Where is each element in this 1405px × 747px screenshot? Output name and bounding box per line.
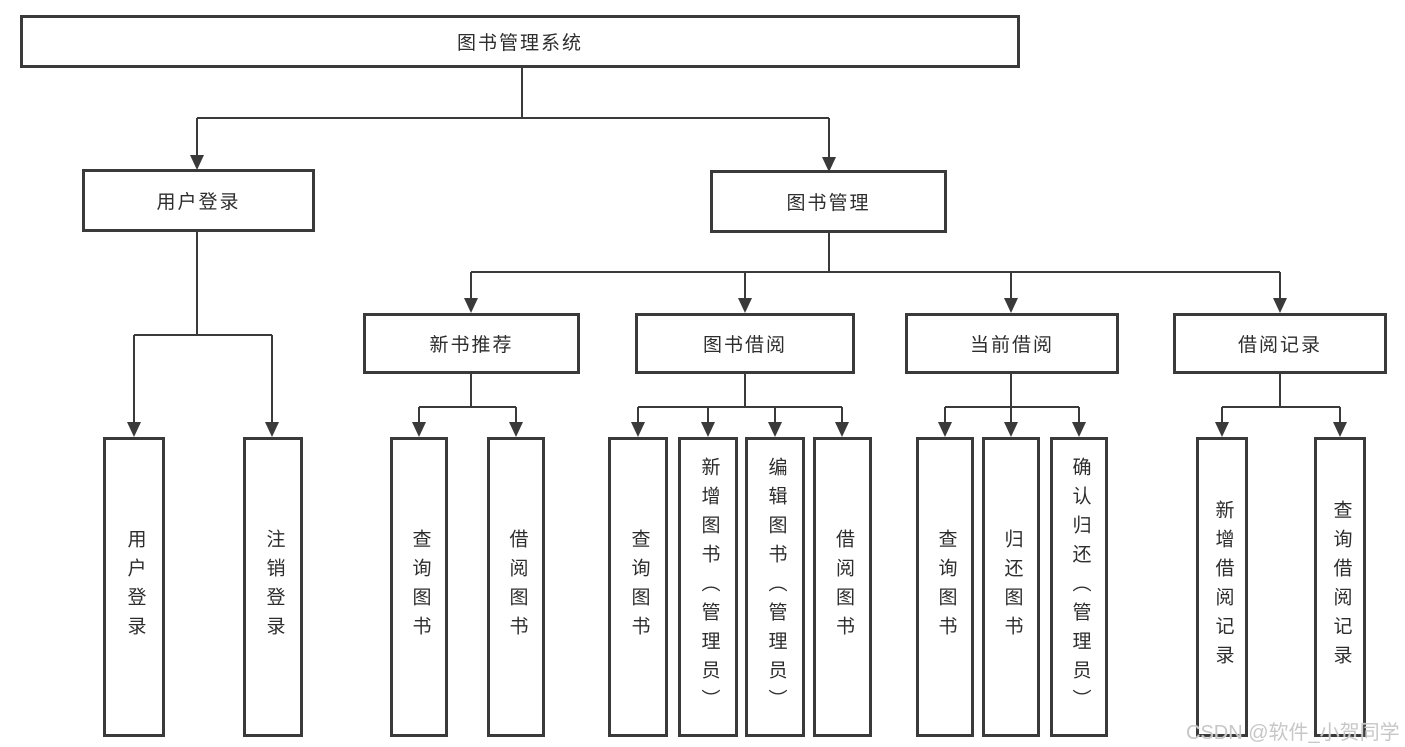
node-label: 用户登录 — [124, 529, 146, 645]
leaf-query-borrow-record: 查询借阅记录 — [1314, 437, 1366, 737]
leaf-query-books-borrowing: 查询图书 — [608, 437, 668, 737]
leaf-query-books-current: 查询图书 — [916, 437, 974, 737]
node-label: 图书借阅 — [702, 335, 787, 356]
node-label: 查询图书 — [628, 529, 650, 645]
node-borrowing-records: 借阅记录 — [1173, 313, 1387, 374]
node-label: 新增图书（管理员） — [698, 456, 720, 718]
node-label: 编辑图书（管理员） — [765, 456, 787, 718]
node-label: 借阅图书 — [506, 529, 528, 645]
node-label: 图书管理 — [786, 193, 871, 214]
node-book-management: 图书管理 — [710, 170, 947, 233]
node-label: 当前借阅 — [969, 335, 1054, 356]
leaf-borrow-books: 借阅图书 — [813, 437, 872, 737]
node-user-login: 用户登录 — [82, 169, 315, 232]
leaf-edit-book-admin: 编辑图书（管理员） — [745, 437, 805, 737]
node-label: 借阅图书 — [832, 529, 854, 645]
node-label: 注销登录 — [263, 529, 285, 645]
node-new-book-recommend: 新书推荐 — [363, 313, 580, 374]
node-book-borrowing: 图书借阅 — [635, 313, 855, 374]
csdn-watermark: CSDN @软件_小贺同学 — [1186, 722, 1400, 744]
leaf-logout: 注销登录 — [243, 437, 303, 737]
node-label: 查询图书 — [409, 529, 431, 645]
node-label: 新书推荐 — [429, 335, 514, 356]
leaf-borrow-books-recommend: 借阅图书 — [487, 437, 545, 737]
node-current-borrowing: 当前借阅 — [905, 313, 1119, 374]
node-label: 新增借阅记录 — [1212, 500, 1234, 674]
node-label: 查询图书 — [935, 529, 957, 645]
node-label: 用户登录 — [156, 192, 241, 213]
leaf-add-borrow-record: 新增借阅记录 — [1196, 437, 1248, 737]
leaf-confirm-return-admin: 确认归还（管理员） — [1050, 437, 1108, 737]
root-node-library-system: 图书管理系统 — [20, 15, 1020, 68]
node-label: 查询借阅记录 — [1330, 500, 1352, 674]
leaf-return-book: 归还图书 — [982, 437, 1040, 737]
arrowheads — [127, 155, 1347, 437]
node-label: 确认归还（管理员） — [1069, 456, 1091, 718]
node-label: 归还图书 — [1001, 529, 1023, 645]
node-label: 图书管理系统 — [456, 33, 583, 54]
leaf-add-book-admin: 新增图书（管理员） — [678, 437, 738, 737]
node-label: 借阅记录 — [1237, 335, 1322, 356]
leaf-user-login: 用户登录 — [103, 437, 165, 737]
leaf-query-books-recommend: 查询图书 — [390, 437, 448, 737]
